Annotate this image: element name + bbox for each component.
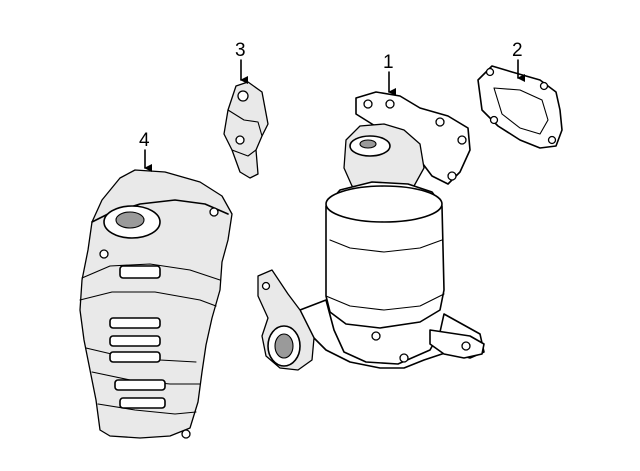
- part-1-catalytic-converter[interactable]: [257, 91, 485, 371]
- callout-3: 3: [235, 40, 248, 84]
- callout-1: 1: [383, 52, 396, 96]
- callout-4: 4: [139, 130, 152, 172]
- callout-2-label: 2: [512, 40, 523, 61]
- part-3-bracket[interactable]: [223, 81, 269, 179]
- part-2-gasket[interactable]: [477, 65, 563, 149]
- callout-4-label: 4: [139, 130, 150, 151]
- callout-1-label: 1: [383, 52, 394, 73]
- callout-3-label: 3: [235, 40, 246, 61]
- callout-2: 2: [512, 40, 525, 82]
- part-4-heat-shield[interactable]: [79, 169, 233, 439]
